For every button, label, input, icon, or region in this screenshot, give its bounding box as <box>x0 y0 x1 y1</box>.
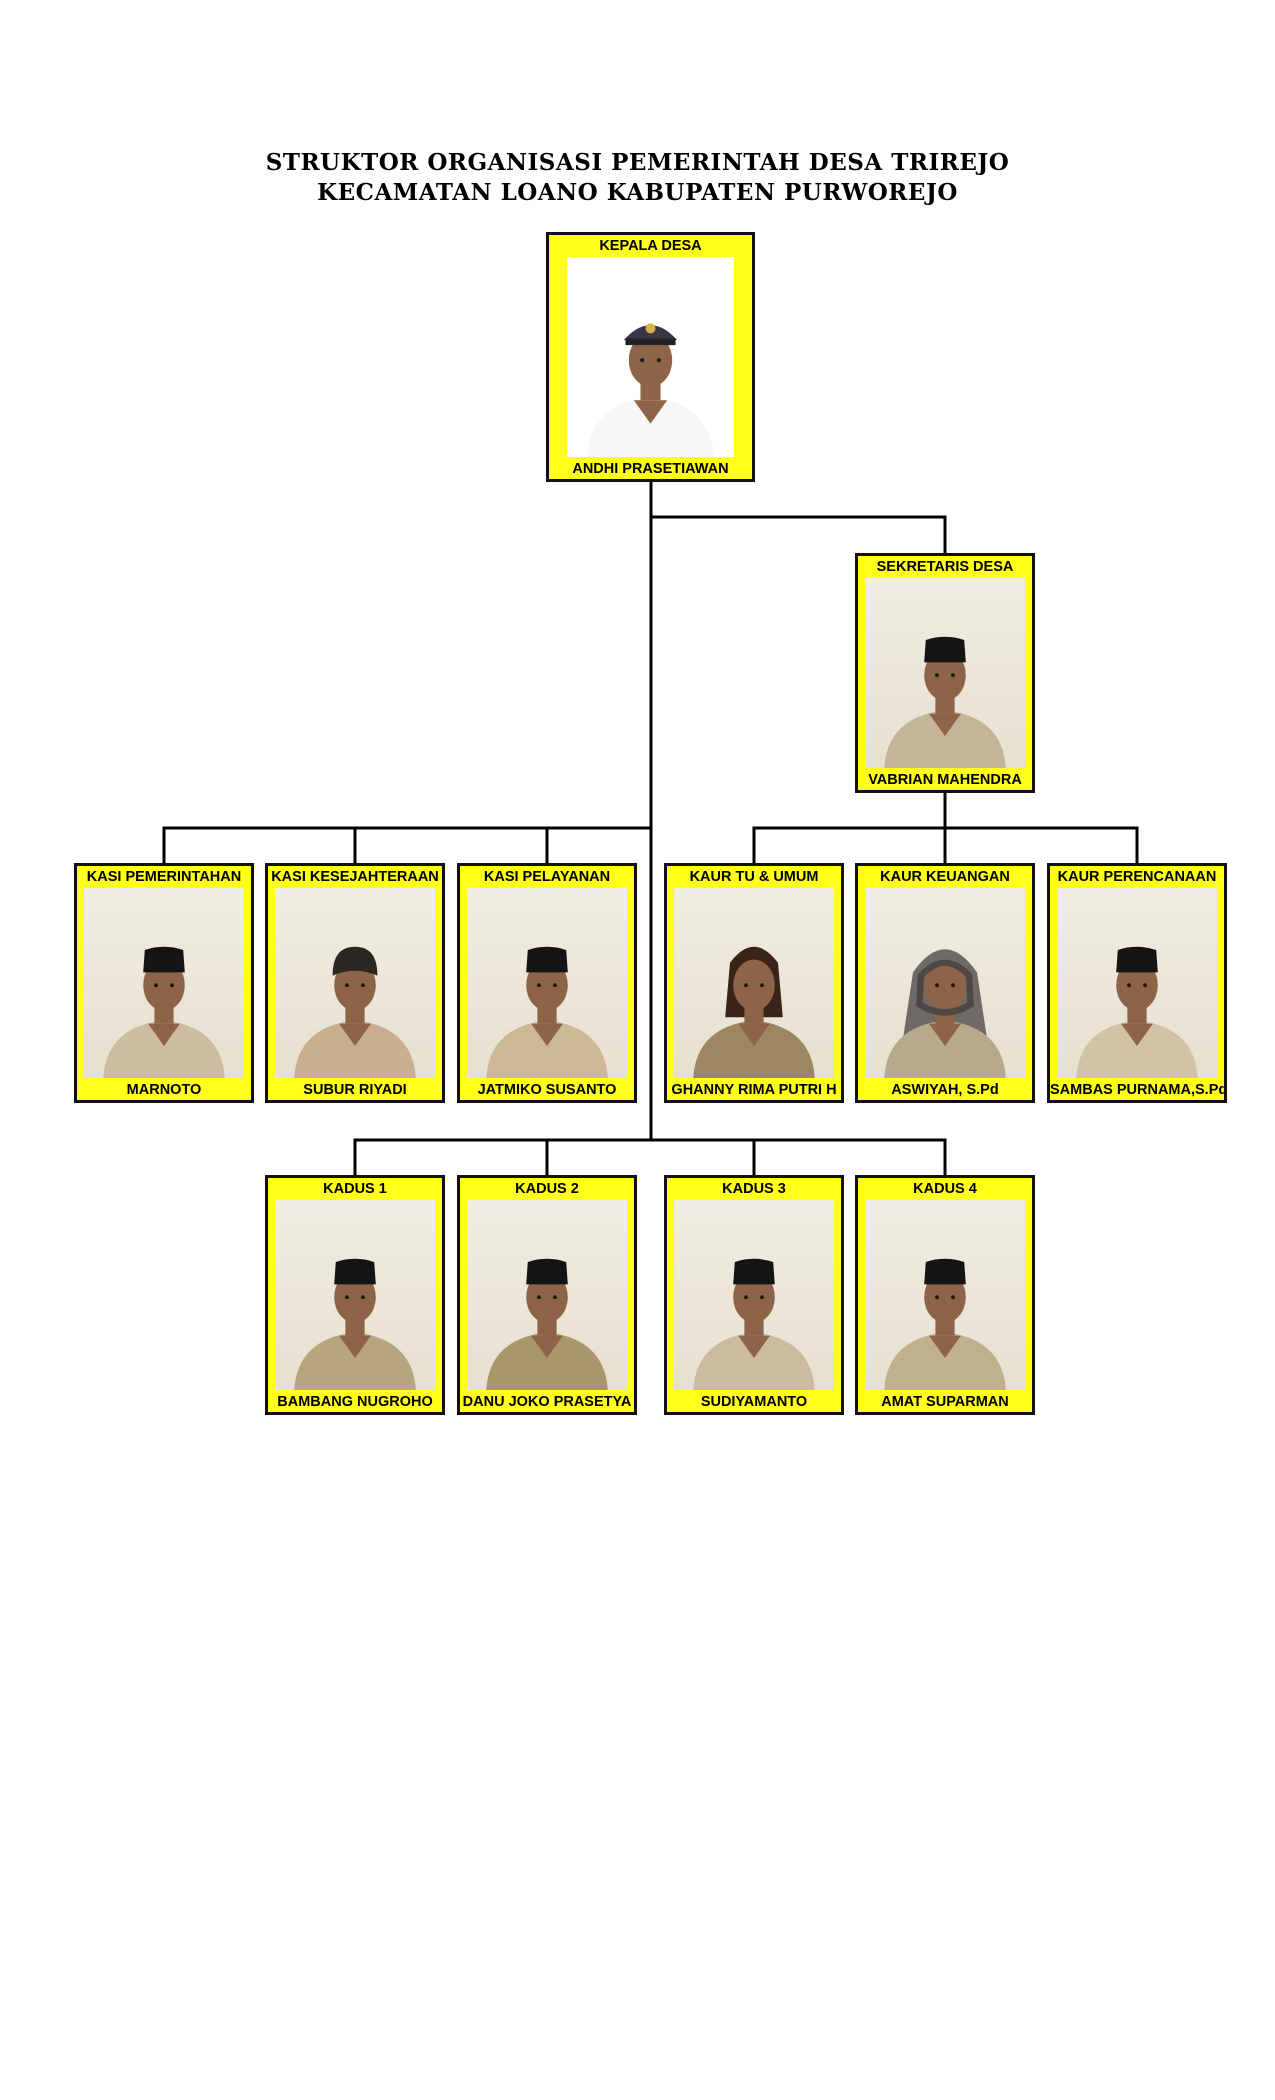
person-photo-icon <box>674 1200 834 1390</box>
name-label: GHANNY RIMA PUTRI H <box>671 1082 837 1098</box>
card-kadus-3: KADUS 3 SUDIYAMANTO <box>664 1175 844 1415</box>
name-label: VABRIAN MAHENDRA <box>868 772 1022 788</box>
role-label: KADUS 4 <box>913 1181 977 1197</box>
role-label: KAUR PERENCANAAN <box>1057 869 1217 885</box>
card-sekretaris-desa: SEKRETARIS DESA VABRIAN MAHENDRA <box>855 553 1035 793</box>
portrait-drawing <box>486 946 608 1078</box>
card-kepala-desa: KEPALA DESA ANDHI PRASETIAWAN <box>546 232 755 482</box>
person-photo-icon <box>865 888 1025 1078</box>
role-label: KASI PELAYANAN <box>483 869 611 885</box>
role-label: KEPALA DESA <box>599 238 702 254</box>
card-kasi-pelayanan: KASI PELAYANAN JATMIKO SUSANTO <box>457 863 637 1103</box>
role-label: KASI KESEJAHTERAAN <box>271 869 439 885</box>
person-photo-icon <box>865 578 1025 768</box>
role-label: KAUR TU & UMUM <box>689 869 819 885</box>
name-label: ASWIYAH, S.Pd <box>891 1082 999 1098</box>
name-label: JATMIKO SUSANTO <box>477 1082 617 1098</box>
chart-title-line-1: STRUKTOR ORGANISASI PEMERINTAH DESA TRIR… <box>265 149 1010 176</box>
card-kaur-perencanaan: KAUR PERENCANAAN SAMBAS PURNAMA,S.Pd <box>1047 863 1227 1103</box>
portrait-drawing <box>693 1258 815 1390</box>
role-label: SEKRETARIS DESA <box>876 559 1014 575</box>
portrait-drawing <box>884 636 1006 768</box>
card-kadus-2: KADUS 2 DANU JOKO PRASETYA <box>457 1175 637 1415</box>
card-kaur-tu-umum: KAUR TU & UMUM GHANNY RIMA PUTRI H <box>664 863 844 1103</box>
portrait-drawing <box>693 946 815 1078</box>
role-label: KASI PEMERINTAHAN <box>86 869 242 885</box>
name-label: SUDIYAMANTO <box>700 1394 808 1410</box>
person-photo-icon <box>275 888 435 1078</box>
name-label: ANDHI PRASETIAWAN <box>572 461 729 477</box>
person-photo-icon <box>567 257 734 457</box>
card-kadus-1: KADUS 1 BAMBANG NUGROHO <box>265 1175 445 1415</box>
portrait-drawing <box>1076 946 1198 1078</box>
name-label: AMAT SUPARMAN <box>881 1394 1009 1410</box>
card-kasi-pemerintahan: KASI PEMERINTAHAN MARNOTO <box>74 863 254 1103</box>
role-label: KADUS 3 <box>722 1181 786 1197</box>
name-label: MARNOTO <box>126 1082 202 1098</box>
portrait-drawing <box>103 946 225 1078</box>
person-photo-icon <box>467 1200 627 1390</box>
role-label: KAUR KEUANGAN <box>880 869 1010 885</box>
role-label: KADUS 1 <box>323 1181 387 1197</box>
role-label: KADUS 2 <box>515 1181 579 1197</box>
person-photo-icon <box>84 888 244 1078</box>
person-photo-icon <box>674 888 834 1078</box>
person-photo-icon <box>275 1200 435 1390</box>
name-label: SUBUR RIYADI <box>303 1082 407 1098</box>
name-label: DANU JOKO PRASETYA <box>462 1394 632 1410</box>
portrait-drawing <box>884 949 1006 1078</box>
card-kaur-keuangan: KAUR KEUANGAN ASWIYAH, S.Pd <box>855 863 1035 1103</box>
name-label: SAMBAS PURNAMA,S.Pd <box>1050 1082 1224 1098</box>
chart-title-line-2: KECAMATAN LOANO KABUPATEN PURWOREJO <box>317 179 958 206</box>
portrait-drawing <box>294 1258 416 1390</box>
person-photo-icon <box>1057 888 1217 1078</box>
card-kadus-4: KADUS 4 AMAT SUPARMAN <box>855 1175 1035 1415</box>
portrait-drawing <box>884 1258 1006 1390</box>
portrait-drawing <box>294 946 416 1078</box>
person-photo-icon <box>865 1200 1025 1390</box>
portrait-drawing <box>587 323 714 457</box>
name-label: BAMBANG NUGROHO <box>277 1394 433 1410</box>
person-photo-icon <box>467 888 627 1078</box>
portrait-drawing <box>486 1258 608 1390</box>
card-kasi-kesejahteraan: KASI KESEJAHTERAAN SUBUR RIYADI <box>265 863 445 1103</box>
